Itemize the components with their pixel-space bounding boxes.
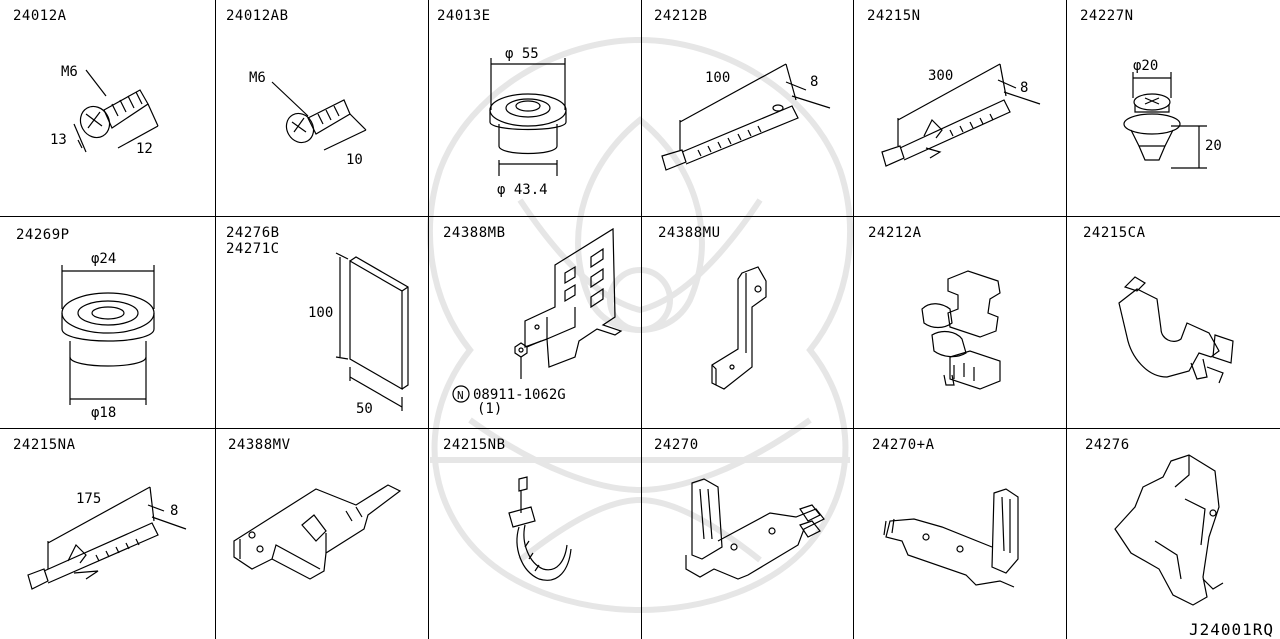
dim-8: 8 bbox=[1020, 80, 1028, 96]
bolt-drawing: M6 10 bbox=[249, 70, 367, 168]
cable-tie-drawing bbox=[508, 476, 572, 581]
part-cell-24012A[interactable]: 24012A M6 13 12 bbox=[0, 0, 215, 216]
dim-phi20: φ20 bbox=[1133, 58, 1158, 74]
diagram-reference-code: J24001RQ bbox=[1188, 620, 1274, 639]
part-cell-24269P[interactable]: 24269P φ24 φ18 bbox=[0, 217, 215, 428]
dim-12: 12 bbox=[136, 141, 153, 157]
part-cell-24388MV[interactable]: 24388MV bbox=[216, 429, 428, 639]
dim-phi55: φ 55 bbox=[505, 46, 539, 62]
dim-20: 20 bbox=[1205, 138, 1222, 154]
part-number: 24012A bbox=[13, 8, 67, 24]
part-number: 24270+A bbox=[872, 437, 935, 453]
bracket-drawing bbox=[711, 266, 767, 390]
part-cell-24227N[interactable]: 24227N φ20 20 bbox=[1067, 0, 1280, 216]
part-cell-24276[interactable]: 24276 J24001RQ bbox=[1067, 429, 1280, 639]
grommet-drawing: φ24 φ18 bbox=[61, 251, 155, 421]
bracket-drawing bbox=[685, 478, 825, 580]
part-number: 24388MB bbox=[443, 225, 506, 241]
part-number: 24276B bbox=[226, 225, 280, 241]
dim-10: 10 bbox=[346, 152, 363, 168]
cable-tie-drawing: 300 8 bbox=[881, 63, 1041, 167]
bracket-drawing bbox=[233, 484, 402, 580]
bolt-drawing: M6 13 12 bbox=[50, 64, 159, 157]
part-cell-24215NB[interactable]: 24215NB bbox=[429, 429, 641, 639]
part-number: 24269P bbox=[16, 227, 70, 243]
clip-drawing bbox=[921, 270, 1001, 390]
part-cell-24276B[interactable]: 24276B 24271C 100 50 bbox=[216, 217, 428, 428]
part-number: 24215N bbox=[867, 8, 921, 24]
dim-8: 8 bbox=[170, 503, 178, 519]
new-part-symbol: N bbox=[457, 389, 464, 402]
part-cell-24270+A[interactable]: 24270+A bbox=[854, 429, 1066, 639]
bracket-drawing bbox=[883, 488, 1019, 588]
part-number: 24215NA bbox=[13, 437, 76, 453]
part-cell-24013E[interactable]: 24013E φ 55 φ 43.4 bbox=[429, 0, 641, 216]
part-number: 24388MV bbox=[228, 437, 291, 453]
dim-100: 100 bbox=[308, 305, 333, 321]
part-number: 24227N bbox=[1080, 8, 1134, 24]
clip-drawing: φ20 20 bbox=[1123, 58, 1222, 169]
part-cell-24012AB[interactable]: 24012AB M6 10 bbox=[216, 0, 428, 216]
sub-part-number: 08911-1062G bbox=[473, 387, 566, 403]
dim-50: 50 bbox=[356, 401, 373, 417]
part-cell-24215NA[interactable]: 24215NA 175 8 bbox=[0, 429, 215, 639]
bracket-drawing: N 08911-1062G (1) bbox=[452, 227, 623, 417]
part-cell-24388MU[interactable]: 24388MU bbox=[642, 217, 853, 428]
part-cell-24212B[interactable]: 24212B 100 8 bbox=[642, 0, 853, 216]
part-number: 24215NB bbox=[443, 437, 506, 453]
dim-m6: M6 bbox=[249, 70, 266, 86]
part-number: 24013E bbox=[437, 8, 491, 24]
dim-100: 100 bbox=[705, 70, 730, 86]
dim-phi43: φ 43.4 bbox=[497, 182, 548, 198]
part-number: 24276 bbox=[1085, 437, 1130, 453]
dim-13: 13 bbox=[50, 132, 67, 148]
part-number: 24212A bbox=[868, 225, 922, 241]
grommet-drawing: φ 55 φ 43.4 bbox=[489, 46, 567, 198]
dim-8: 8 bbox=[810, 74, 818, 90]
dim-175: 175 bbox=[76, 491, 101, 507]
dim-phi18: φ18 bbox=[91, 405, 116, 421]
part-cell-24388MB[interactable]: 24388MB N 08911-1062G (1) bbox=[429, 217, 641, 428]
sub-part-qty: (1) bbox=[477, 401, 502, 417]
clip-drawing bbox=[1118, 276, 1234, 384]
pad-drawing: 100 50 bbox=[308, 252, 409, 417]
part-number: 24270 bbox=[654, 437, 699, 453]
part-cell-24270[interactable]: 24270 bbox=[642, 429, 853, 639]
dim-m6: M6 bbox=[61, 64, 78, 80]
duct-drawing bbox=[1114, 454, 1224, 606]
part-cell-24212A[interactable]: 24212A bbox=[854, 217, 1066, 428]
part-number: 24012AB bbox=[226, 8, 289, 24]
part-number: 24215CA bbox=[1083, 225, 1146, 241]
cable-tie-drawing: 175 8 bbox=[27, 486, 187, 590]
part-number: 24212B bbox=[654, 8, 708, 24]
dim-300: 300 bbox=[928, 68, 953, 84]
cable-tie-drawing: 100 8 bbox=[661, 63, 831, 171]
part-number-alt: 24271C bbox=[226, 241, 280, 257]
part-cell-24215CA[interactable]: 24215CA bbox=[1067, 217, 1280, 428]
part-number: 24388MU bbox=[658, 225, 721, 241]
dim-phi24: φ24 bbox=[91, 251, 116, 267]
part-cell-24215N[interactable]: 24215N 300 8 bbox=[854, 0, 1066, 216]
